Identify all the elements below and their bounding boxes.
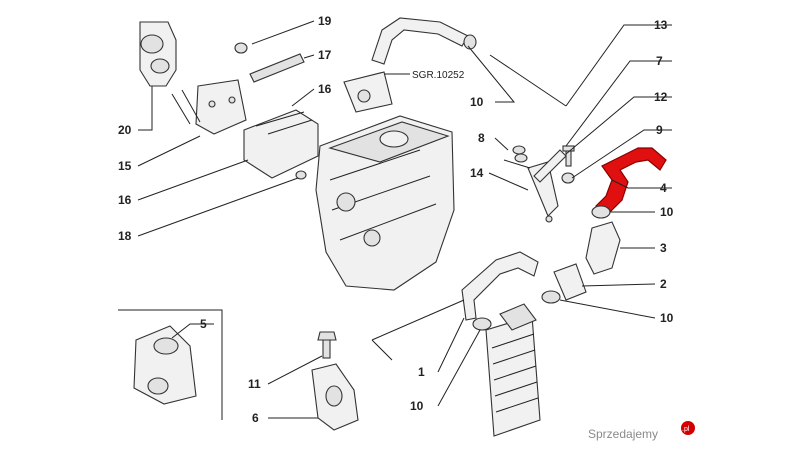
callout-20: 20 — [118, 123, 132, 137]
part-11-bolt — [317, 331, 337, 359]
engine-block — [315, 115, 455, 291]
part-16-engine-cover — [243, 109, 319, 179]
part-3-hose-elbow — [585, 221, 621, 275]
leader-lines — [137, 20, 672, 419]
callout-13: 13 — [654, 18, 668, 32]
callout-14: 14 — [470, 166, 484, 180]
watermark-badge-icon — [681, 421, 695, 435]
callout-16-top: 16 — [318, 82, 332, 96]
inset-frame — [118, 309, 223, 420]
part-15-bracket — [171, 79, 247, 135]
callout-1: 1 — [418, 365, 425, 379]
callout-6: 6 — [252, 411, 259, 425]
callout-18: 18 — [118, 229, 132, 243]
part-17-strip — [249, 53, 305, 83]
callout-10-bottom: 10 — [410, 399, 424, 413]
callout-10-top: 10 — [470, 95, 484, 109]
intercooler — [485, 303, 541, 437]
part-20-intake-housing — [139, 21, 177, 87]
callout-11: 11 — [248, 377, 261, 391]
part-19-cap — [234, 42, 248, 54]
part-2-hose — [553, 263, 587, 301]
watermark-text: Sprzedajemy — [588, 427, 658, 441]
part-6-mount-bracket — [311, 363, 359, 431]
watermark: Sprzedajemy .pl — [588, 421, 695, 441]
part-14-support-bracket — [527, 149, 567, 223]
callout-7: 7 — [656, 54, 663, 68]
intake-pipe-assembly — [343, 17, 477, 113]
part-8-washer — [512, 145, 528, 163]
callout-4: 4 — [660, 181, 667, 195]
part-10-clamp-upper — [591, 205, 611, 219]
callout-3: 3 — [660, 241, 667, 255]
part-1-hose — [461, 251, 539, 321]
part-10-clamp-left — [472, 317, 492, 331]
callout-16-bottom: 16 — [118, 193, 132, 207]
callout-15: 15 — [118, 159, 132, 173]
watermark-badge-text: .pl — [682, 426, 690, 433]
reference-code: SGR.10252 — [412, 70, 465, 81]
callout-2: 2 — [660, 277, 667, 291]
callout-9: 9 — [656, 123, 663, 137]
part-4-highlighted-hose — [595, 147, 667, 215]
callout-8: 8 — [478, 131, 485, 145]
callout-17: 17 — [318, 48, 332, 62]
callout-19: 19 — [318, 14, 332, 28]
part-5-duct — [133, 325, 197, 405]
part-12-bolt — [562, 145, 575, 167]
callout-10-right-lower: 10 — [660, 311, 674, 325]
callout-12: 12 — [654, 90, 668, 104]
part-10-clamp-lower — [541, 290, 561, 304]
callout-10-right-upper: 10 — [660, 205, 674, 219]
callout-5: 5 — [200, 317, 207, 331]
part-18-grommet — [295, 170, 307, 180]
part-9-bush — [561, 172, 575, 184]
